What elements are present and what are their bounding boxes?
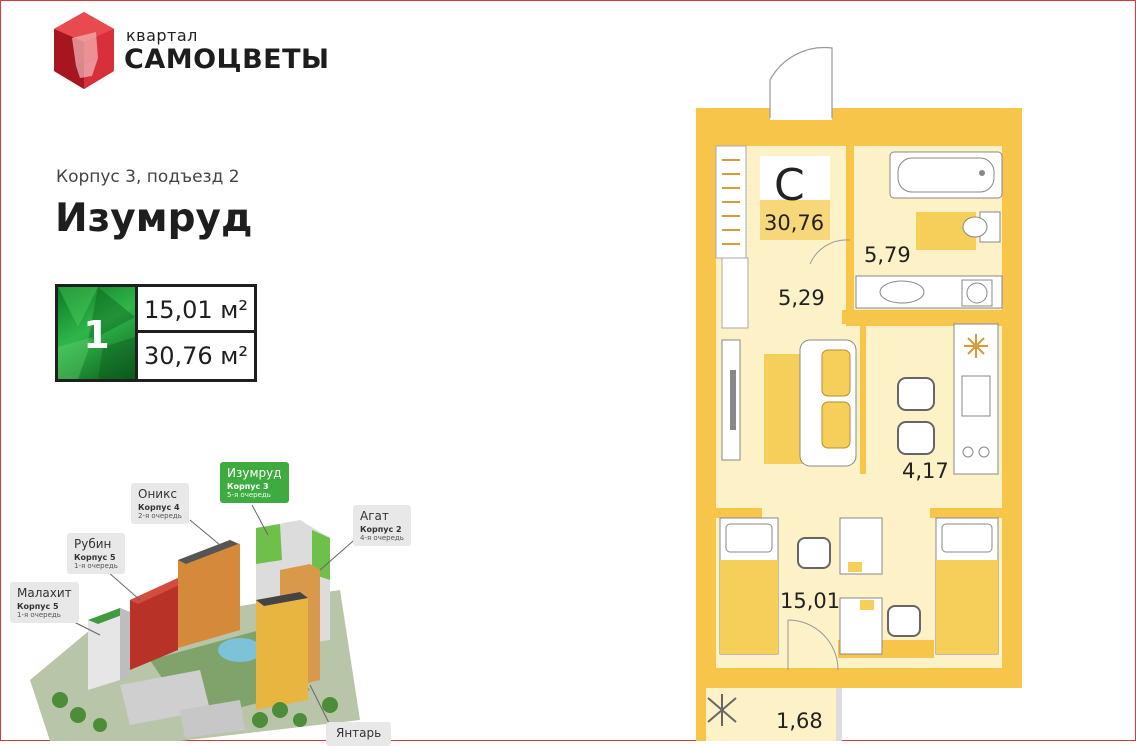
callout-korpus: Корпус 3 — [227, 482, 269, 491]
callout-malakhit[interactable]: Малахит Корпус 5 1-я очередь — [10, 582, 79, 623]
callout-korpus: Корпус 5 — [74, 553, 116, 562]
rooms-tile: 1 — [58, 287, 138, 379]
callout-name: Янтарь — [336, 726, 382, 740]
building-info: Корпус 3, подъезд 2 — [56, 167, 240, 187]
callout-queue: 1-я очередь — [17, 611, 61, 619]
callout-korpus: Корпус 5 — [17, 602, 59, 611]
living-room-area: 15,01 — [780, 589, 841, 613]
callout-yantar[interactable]: Янтарь — [326, 722, 392, 746]
floor-plan — [696, 46, 1022, 741]
balcony-area: 1,68 — [776, 709, 823, 733]
callout-name: Изумруд — [227, 466, 282, 480]
callout-name: Агат — [360, 509, 389, 523]
gem-logo-icon — [54, 12, 114, 89]
callout-name: Малахит — [17, 586, 72, 600]
hall-area: 5,29 — [778, 286, 825, 310]
callout-queue: 4-я очередь — [360, 534, 404, 542]
bath-area: 5,79 — [864, 243, 911, 267]
callout-oniks[interactable]: Оникс Корпус 4 2-я очередь — [131, 483, 189, 524]
plan-total-area: 30,76 — [764, 211, 825, 235]
plan-type-letter: С — [774, 160, 805, 211]
callout-korpus: Корпус 4 — [138, 503, 180, 512]
page-title: Изумруд — [55, 196, 253, 241]
callout-agat[interactable]: Агат Корпус 2 4-я очередь — [353, 505, 411, 546]
callout-korpus: Корпус 2 — [360, 525, 402, 534]
callout-name: Рубин — [74, 537, 112, 551]
callout-izumrud[interactable]: Изумруд Корпус 3 5-я очередь — [220, 462, 289, 503]
callout-queue: 1-я очередь — [74, 562, 118, 570]
callout-rubin[interactable]: Рубин Корпус 5 1-я очередь — [67, 533, 125, 574]
complex-illustration — [30, 520, 360, 741]
logo-brand: САМОЦВЕТЫ — [124, 44, 330, 75]
kitchen-area: 4,17 — [902, 459, 949, 483]
callout-queue: 5-я очередь — [227, 491, 271, 499]
living-area: 15,01 м² — [138, 287, 254, 333]
total-area: 30,76 м² — [143, 342, 249, 370]
callout-name: Оникс — [138, 487, 177, 501]
rooms-count: 1 — [83, 313, 110, 357]
emerald-texture-icon — [58, 287, 135, 379]
callout-queue: 2-я очередь — [138, 512, 182, 520]
apartment-badge: 1 15,01 м² 30,76 м² — [55, 284, 257, 382]
logo-tagline: квартал — [126, 26, 198, 45]
